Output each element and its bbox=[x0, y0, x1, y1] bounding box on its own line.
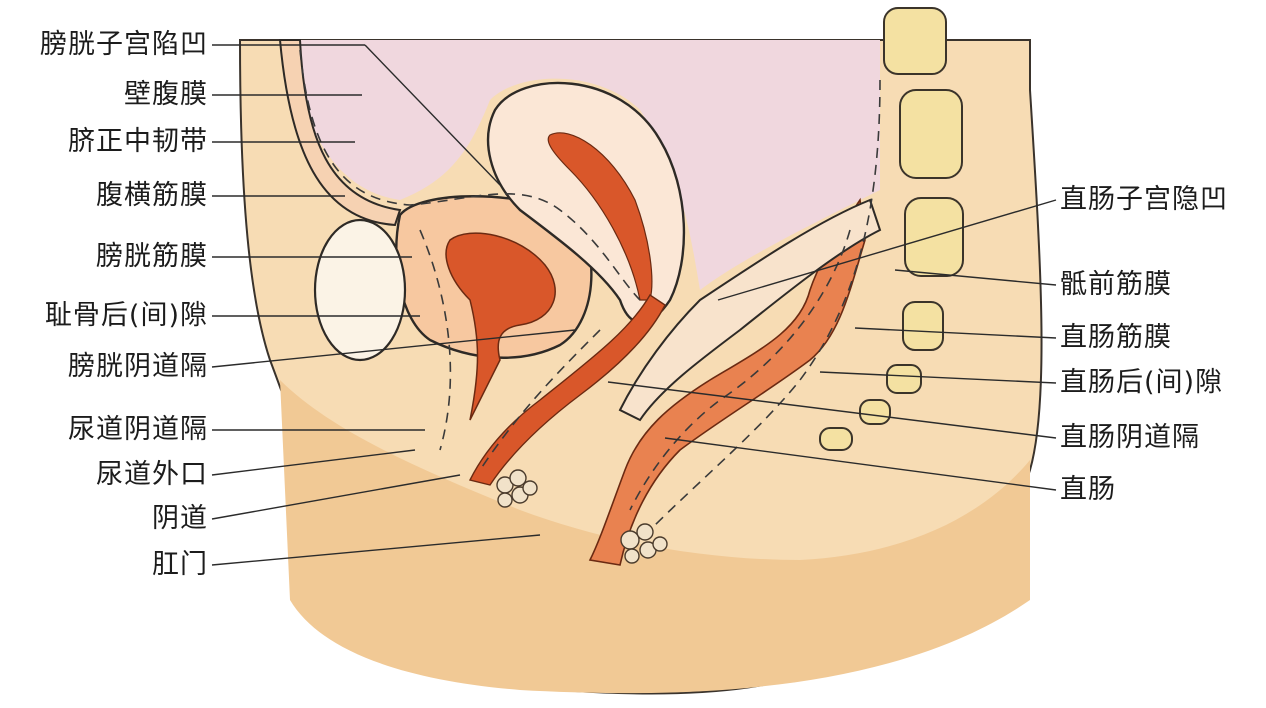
label-rectouterine-pouch: 直肠子宫隐凹 bbox=[1060, 184, 1228, 215]
label-retropubic-space: 耻骨后(间)隙 bbox=[44, 300, 208, 331]
label-transversalis-fascia: 腹横筋膜 bbox=[96, 180, 208, 211]
vagina bbox=[468, 294, 666, 486]
fascia-dash-3 bbox=[479, 329, 601, 471]
label-median-umbilical-ligament: 脐正中韧带 bbox=[68, 126, 208, 157]
peritoneal-cavity bbox=[290, 40, 880, 290]
sacrum bbox=[819, 7, 964, 451]
label-parietal-peritoneum: 壁腹膜 bbox=[124, 79, 208, 110]
label-presacral-fascia: 骶前筋膜 bbox=[1060, 269, 1172, 300]
abdominal-wall bbox=[278, 39, 402, 227]
label-rectovaginal-septum: 直肠阴道隔 bbox=[1060, 422, 1200, 453]
right-leaders bbox=[607, 199, 1057, 491]
anal-tissue-nodes bbox=[496, 469, 668, 564]
fascia-dash-1 bbox=[299, 49, 641, 301]
label-vesicouterine-pouch: 膀胱子宫陷凹 bbox=[40, 29, 208, 60]
perineum-region bbox=[280, 380, 1030, 694]
label-urethrovaginal-septum: 尿道阴道隔 bbox=[68, 414, 208, 445]
label-external-urethral-orifice: 尿道外口 bbox=[96, 459, 208, 490]
rectum bbox=[588, 197, 866, 566]
label-vesical-fascia: 膀胱筋膜 bbox=[96, 241, 208, 272]
label-vesicovaginal-septum: 膀胱阴道隔 bbox=[68, 351, 208, 382]
fascia-dash-5 bbox=[629, 229, 851, 511]
pubic-symphysis bbox=[313, 218, 407, 362]
label-rectal-fascia: 直肠筋膜 bbox=[1060, 322, 1172, 353]
label-retrorectal-space: 直肠后(间)隙 bbox=[1060, 367, 1224, 398]
fascia-dash-4 bbox=[649, 79, 881, 531]
left-leaders bbox=[211, 44, 576, 566]
label-rectum: 直肠 bbox=[1060, 474, 1116, 505]
label-anus: 肛门 bbox=[152, 549, 208, 580]
label-vagina: 阴道 bbox=[152, 503, 208, 534]
bladder-lumen bbox=[445, 232, 556, 421]
